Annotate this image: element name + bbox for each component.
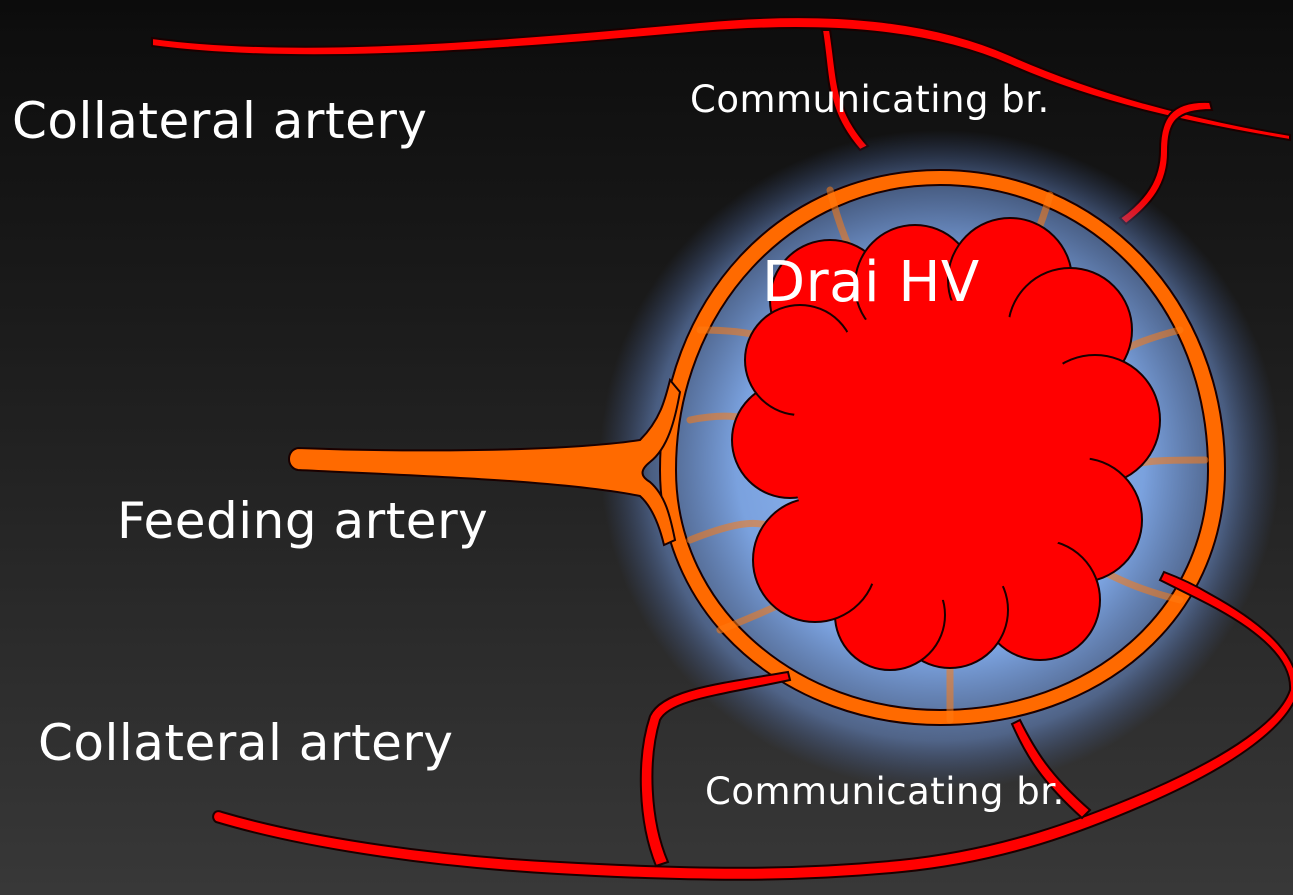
communicating-branch-bottom-label: Communicating br.: [705, 770, 1065, 813]
collateral-artery-top-label: Collateral artery: [12, 92, 427, 150]
feeding-artery-label: Feeding artery: [117, 492, 488, 550]
draining-vein-label: Drai HV: [762, 250, 980, 315]
collateral-artery-bottom-label: Collateral artery: [38, 714, 453, 772]
communicating-branch-top-label: Communicating br.: [690, 78, 1050, 121]
